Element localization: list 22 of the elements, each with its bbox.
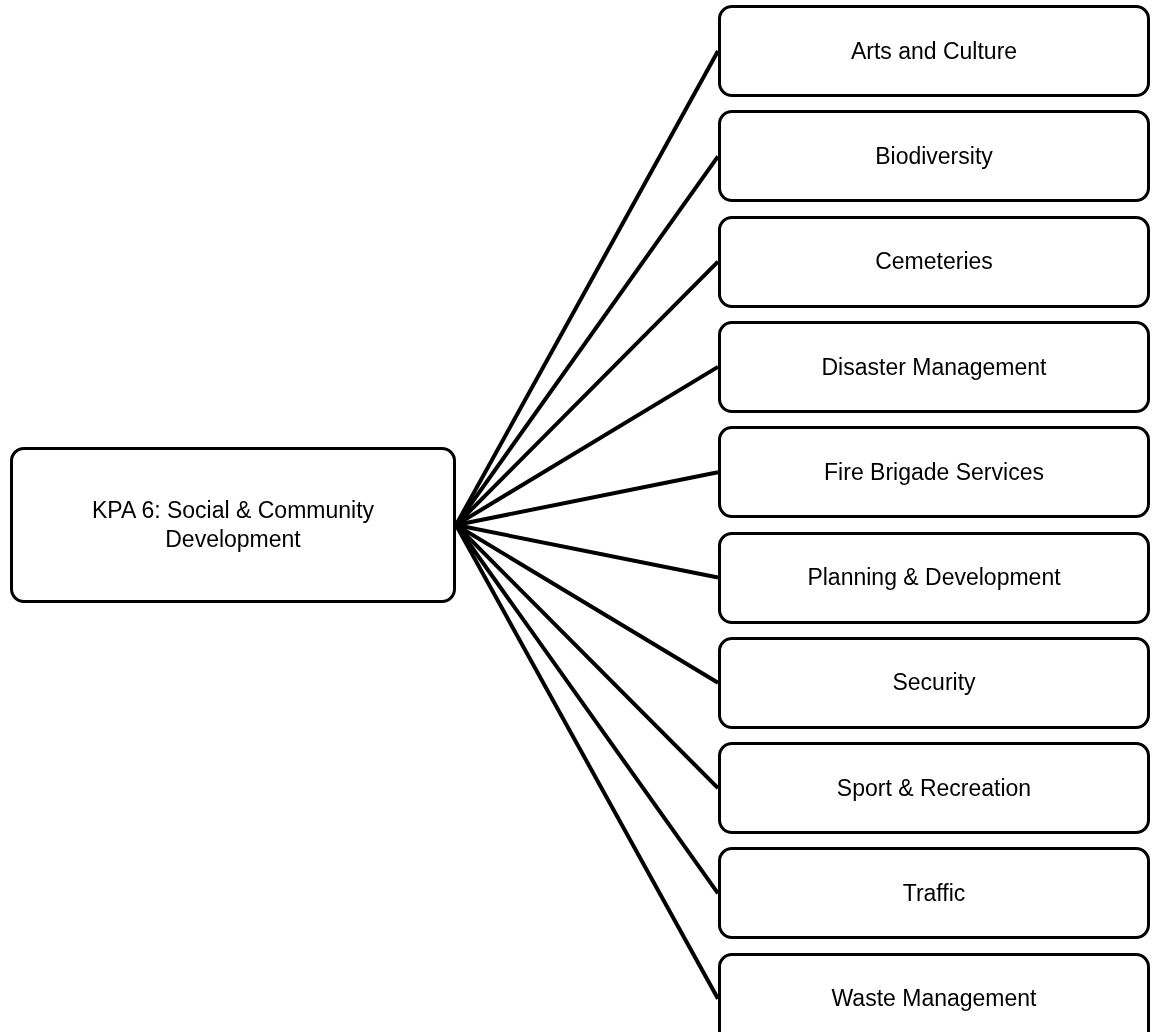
box-label: Biodiversity (875, 141, 993, 171)
box-label: Waste Management (831, 984, 1037, 1014)
rounded-box (718, 742, 1150, 835)
box-label: Security (892, 668, 976, 698)
rounded-box (718, 215, 1150, 308)
box-label: Planning & Development (807, 563, 1061, 592)
box-label: Disaster Management (821, 352, 1047, 382)
box-label: Cemeteries (875, 247, 993, 276)
rounded-box (718, 531, 1150, 624)
box-label: Fire Brigade Services (824, 457, 1044, 487)
rounded-box (718, 110, 1150, 203)
box-label: Sport & Recreation (836, 773, 1032, 803)
rounded-box (10, 447, 456, 603)
rounded-box (718, 636, 1150, 729)
box-label: Arts and Culture (850, 36, 1018, 66)
rounded-box (718, 320, 1150, 413)
box-label: Traffic (902, 879, 966, 908)
rounded-box (718, 952, 1150, 1032)
rounded-box (718, 426, 1150, 519)
rounded-box (718, 5, 1150, 97)
rounded-box (718, 847, 1150, 940)
box-label: KPA 6: Social & Community Development (90, 496, 376, 554)
